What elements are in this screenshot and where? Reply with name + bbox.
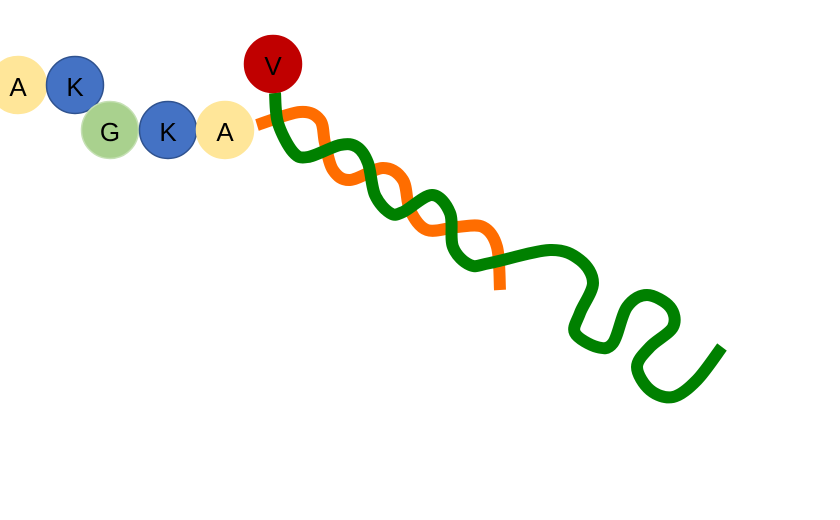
residue-label: K xyxy=(66,72,84,102)
residue-circle xyxy=(45,55,105,115)
residue-g: G xyxy=(80,100,140,160)
residue-circle xyxy=(80,100,140,160)
residue-k: K xyxy=(138,100,198,160)
residue-circle xyxy=(243,34,303,94)
residue-a: A xyxy=(195,100,255,160)
residue-label: A xyxy=(216,117,234,147)
residue-label: G xyxy=(100,117,120,147)
residue-circle xyxy=(195,100,255,160)
orange-strand xyxy=(255,105,506,291)
residue-v: V xyxy=(243,34,303,94)
residue-label: K xyxy=(159,117,177,147)
residue-k: K xyxy=(45,55,105,115)
residue-a: A xyxy=(0,55,48,115)
residue-label: A xyxy=(9,72,27,102)
residue-label: V xyxy=(264,51,282,81)
green-strand xyxy=(269,92,727,404)
